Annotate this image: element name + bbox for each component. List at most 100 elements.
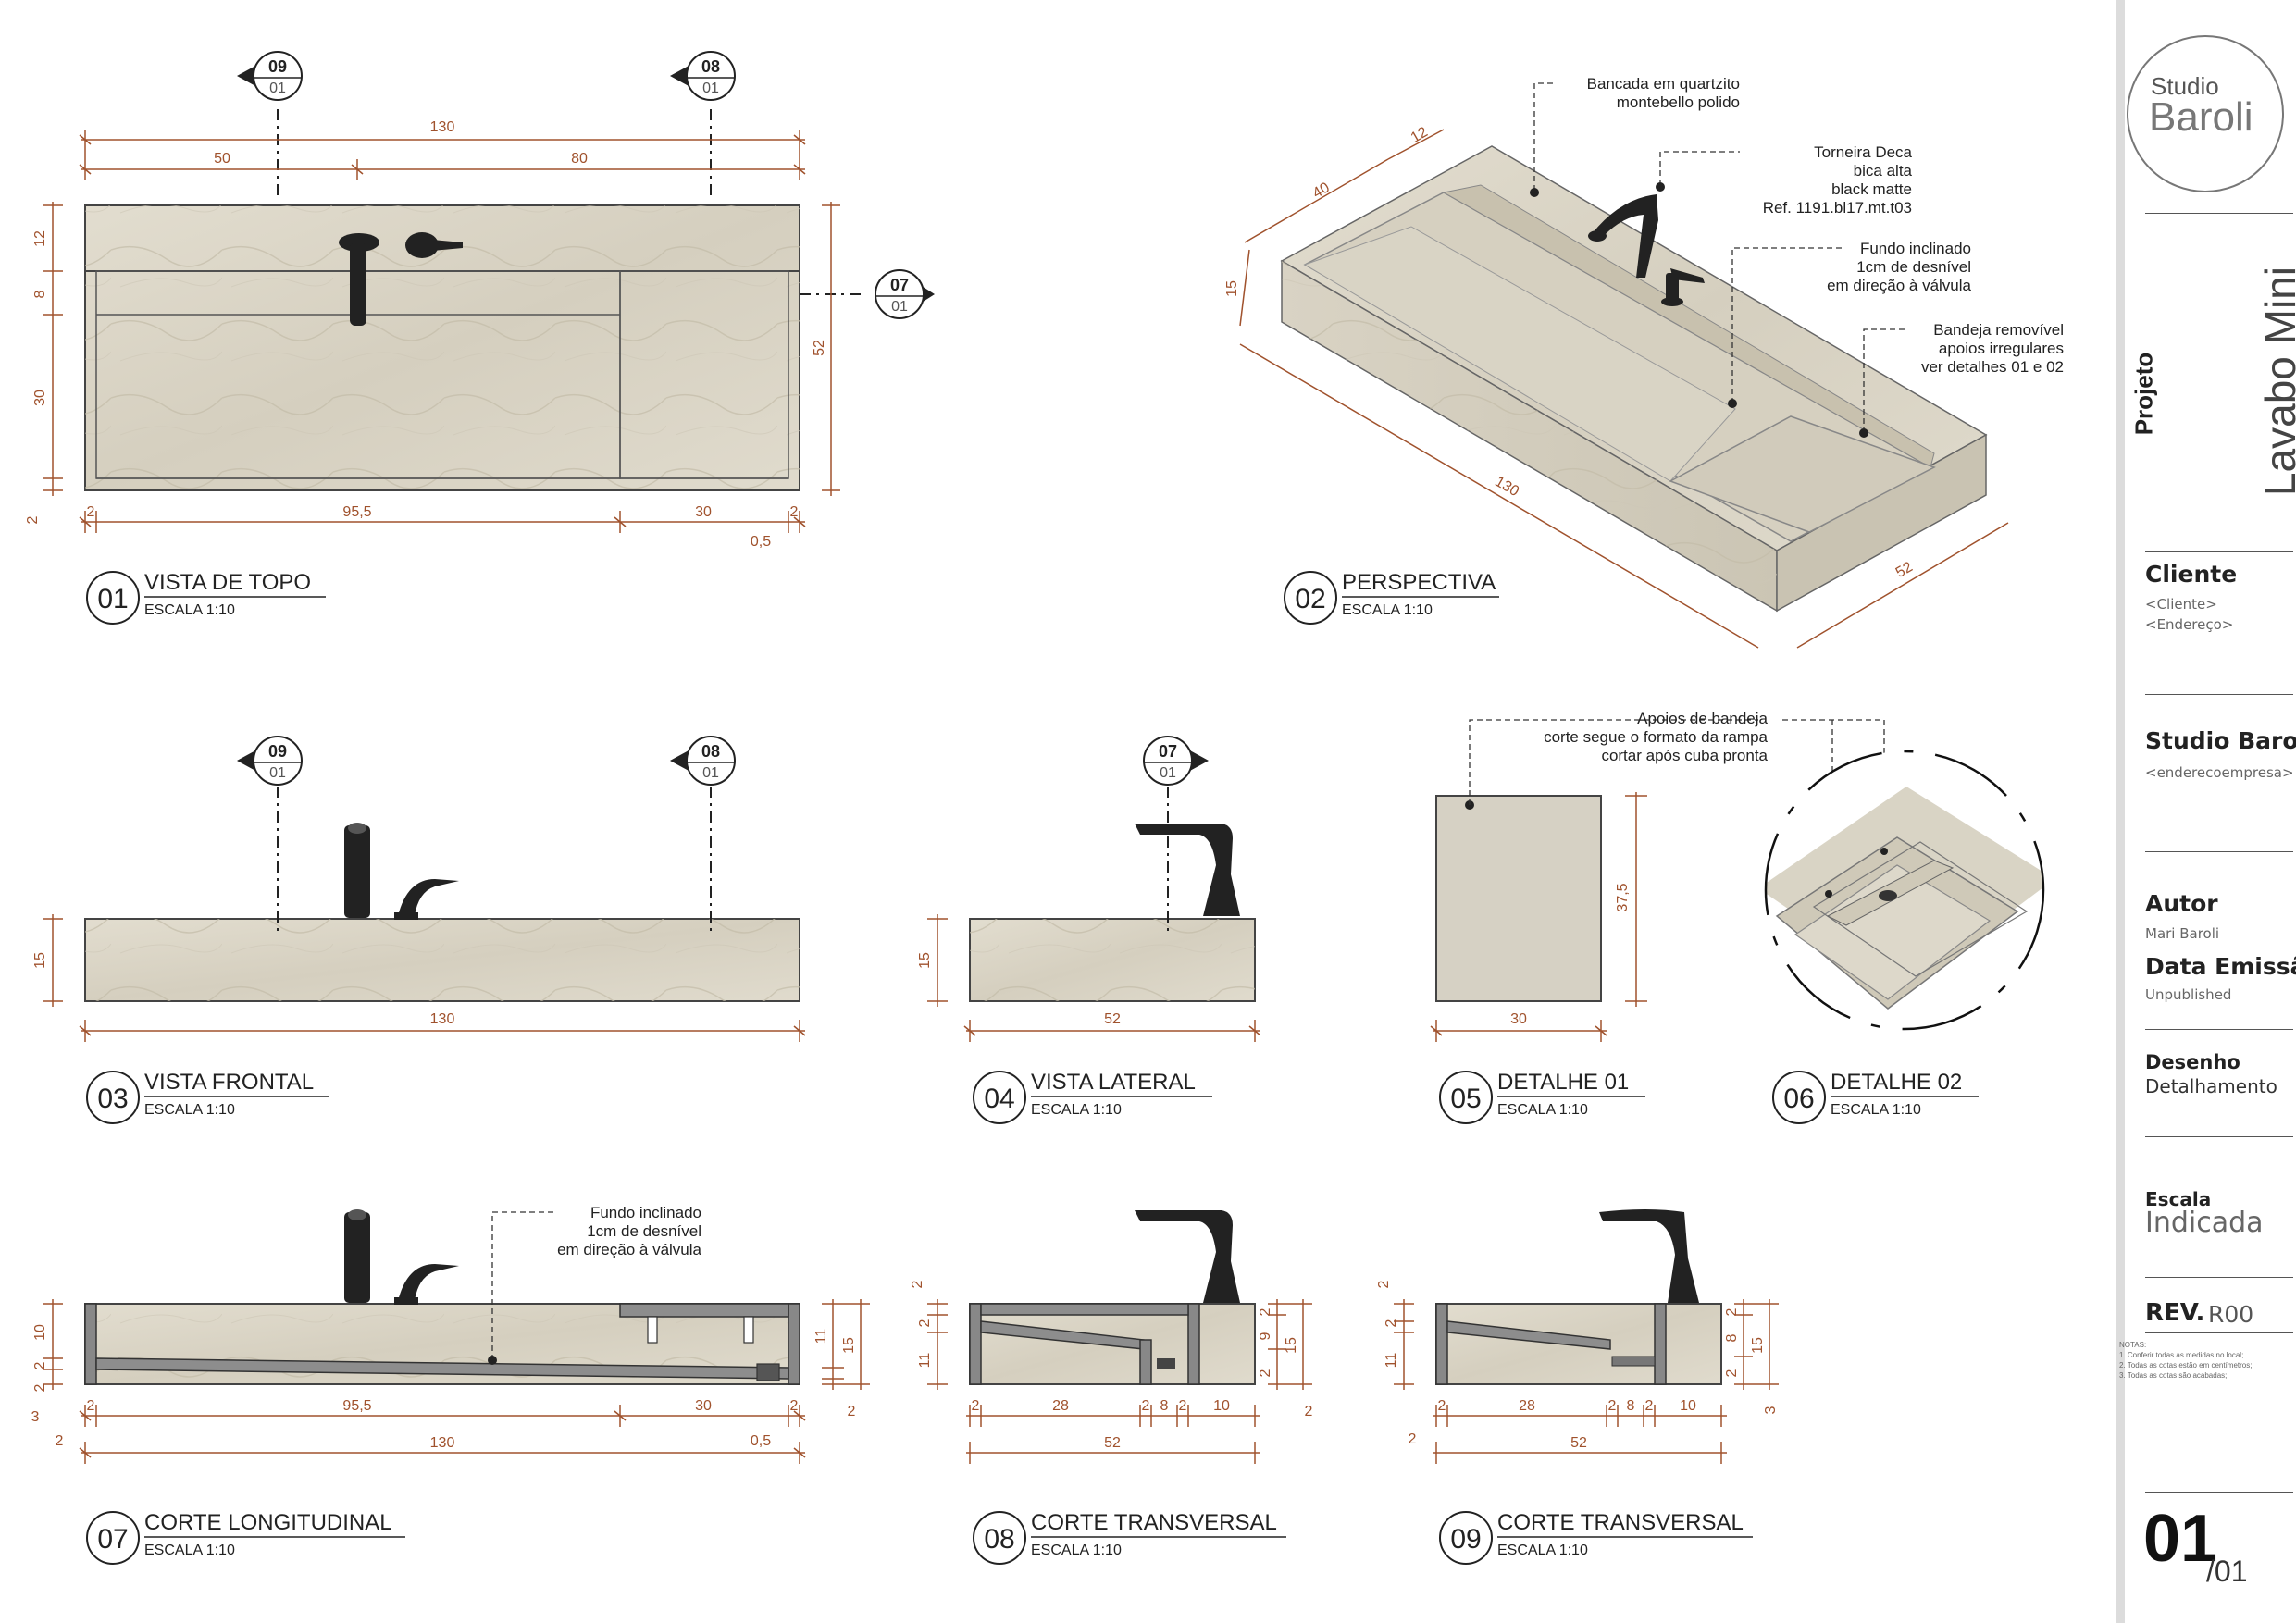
view-title-05[interactable]: 05 DETALHE 01 ESCALA 1:10 (1439, 1070, 1645, 1124)
dim-s07-h15: 15 (841, 1337, 857, 1354)
annotation-floor-line1: Fundo inclinado (1860, 240, 1971, 257)
dim-s09-h8: 8 (1724, 1333, 1740, 1342)
view-09-cross-section: 2 2 11 2 8 15 2 3 2 28 2 8 2 10 52 2 (1376, 1209, 1779, 1464)
view-title-number: 08 (984, 1524, 1014, 1555)
dim-side-w52: 52 (1104, 1011, 1121, 1027)
annotation-faucet-line3: black matte (1831, 180, 1912, 198)
faucet-section-08-icon (1135, 1210, 1240, 1303)
view-title-09[interactable]: 09 CORTE TRANSVERSAL ESCALA 1:10 (1439, 1510, 1753, 1565)
view-title-text: DETALHE 02 (1831, 1070, 1962, 1095)
rev-value: R00 (2208, 1301, 2254, 1328)
faucet-top-icon (339, 232, 463, 326)
annotation-faucet-line2: bica alta (1854, 162, 1913, 180)
dim-h12: 12 (32, 230, 48, 247)
project-label: Projeto (2129, 352, 2158, 436)
annotation-supports-line1: Apoios de bandeja (1637, 710, 1768, 727)
sheet-total: /01 (2206, 1555, 2248, 1588)
note-3: 3. Todas as cotas são acabadas; (2119, 1371, 2228, 1380)
title-block-panel: Cliente <Cliente> <Endereço> Studio Baro… (2125, 0, 2296, 1623)
dim-front-w130: 130 (430, 1011, 455, 1027)
section-marker-09-top[interactable]: 09 01 (237, 51, 303, 101)
dim-s09-b2m: 2 (1608, 1398, 1617, 1414)
dim-h30: 30 (32, 390, 48, 406)
view-title-scale: ESCALA 1:10 (144, 602, 235, 618)
dim-right: 80 (571, 151, 588, 167)
view-title-01[interactable]: 01 VISTA DE TOPO ESCALA 1:10 (86, 570, 326, 625)
author-label: Autor (2145, 890, 2218, 917)
section-marker-07-top[interactable]: 07 01 (875, 269, 935, 319)
notes-header: NOTAS: (2119, 1341, 2147, 1349)
drawing-value: Detalhamento (2145, 1075, 2277, 1097)
annotation-section-floor-line3: em direção à válvula (557, 1241, 701, 1258)
section-marker-07-side[interactable]: 07 01 (1143, 736, 1209, 786)
section-marker-08-top[interactable]: 08 01 (670, 51, 736, 101)
section-marker-08-front[interactable]: 08 01 (670, 736, 736, 786)
dim-side-h15: 15 (917, 952, 933, 969)
view-title-text: CORTE TRANSVERSAL (1031, 1510, 1277, 1535)
dim-h8: 8 (32, 290, 48, 298)
view-01-top-view: 130 50 80 12 8 30 2 52 2 95,5 30 2 0,5 (25, 109, 861, 550)
rev-label: REV. (2145, 1299, 2205, 1327)
view-title-scale: ESCALA 1:10 (144, 1102, 235, 1118)
view-03-front-view: 15 130 (32, 787, 806, 1042)
dim-s09-h2r: 2 (1724, 1307, 1740, 1316)
dim-b95: 95,5 (342, 504, 371, 520)
annotation-faucet-line1: Torneira Deca (1814, 143, 1912, 161)
view-title-number: 07 (97, 1524, 128, 1555)
faucet-perspective-icon (1588, 194, 1705, 306)
view-title-text: VISTA LATERAL (1031, 1070, 1196, 1095)
view-title-08[interactable]: 08 CORTE TRANSVERSAL ESCALA 1:10 (973, 1510, 1286, 1565)
view-02-perspective: 12 40 15 130 52 Bancada em quartzito mon… (1224, 75, 2064, 649)
dim-s09-h3: 3 (1763, 1406, 1779, 1414)
dim-detail-w30: 30 (1510, 1011, 1527, 1027)
logo-line2: Baroli (2149, 94, 2253, 140)
view-title-03[interactable]: 03 VISTA FRONTAL ESCALA 1:10 (86, 1070, 329, 1124)
view-title-04[interactable]: 04 VISTA LATERAL ESCALA 1:10 (973, 1070, 1212, 1124)
faucet-section-07-icon (344, 1209, 459, 1305)
dim-s07-h2: 2 (32, 1361, 48, 1369)
dim-s07-b2r: 2 (790, 1398, 799, 1414)
annotation-countertop-line2: montebello polido (1617, 93, 1740, 111)
dim-p15: 15 (1224, 280, 1240, 297)
company-address: <enderecoempresa> (2145, 764, 2294, 781)
annotation-section-floor-line1: Fundo inclinado (590, 1204, 701, 1221)
note-2: 2. Todas as cotas estão em centímetros; (2119, 1361, 2253, 1369)
dim-s09-l2: 2 (1409, 1431, 1417, 1447)
view-title-02[interactable]: 02 PERSPECTIVA ESCALA 1:10 (1284, 570, 1499, 625)
dim-s08-h15: 15 (1284, 1337, 1299, 1354)
view-05-detail-01: Apoios de bandeja corte segue o formato … (1430, 710, 1885, 1042)
dim-left: 50 (214, 151, 230, 167)
notes: NOTAS: 1. Conferir todas as medidas no l… (2119, 1340, 2252, 1381)
annotation-tray-line3: ver detalhes 01 e 02 (1921, 358, 2064, 376)
view-title-number: 04 (984, 1084, 1014, 1114)
dim-s09-b10: 10 (1680, 1398, 1696, 1414)
view-title-06[interactable]: 06 DETALHE 02 ESCALA 1:10 (1772, 1070, 1979, 1124)
faucet-section-09-icon (1599, 1209, 1699, 1303)
client-label: Cliente (2145, 561, 2238, 588)
section-marker-09-front[interactable]: 09 01 (237, 736, 303, 786)
dim-s08-b2n: 2 (1179, 1398, 1187, 1414)
faucet-front-icon (344, 823, 459, 920)
dim-p12: 12 (1409, 124, 1431, 146)
marker-08-front-sheet: 01 (702, 765, 719, 781)
view-title-07[interactable]: 07 CORTE LONGITUDINAL ESCALA 1:10 (86, 1510, 405, 1565)
dim-s07-b2l: 2 (56, 1433, 64, 1449)
view-title-scale: ESCALA 1:10 (1031, 1102, 1122, 1118)
dim-s07-h11: 11 (813, 1329, 829, 1344)
view-title-text: CORTE TRANSVERSAL (1497, 1510, 1744, 1535)
marker-07-sheet: 01 (891, 299, 908, 315)
dim-s09-b2n: 2 (1645, 1398, 1654, 1414)
marker-08-top-label: 08 (701, 57, 720, 76)
view-title-text: VISTA DE TOPO (144, 570, 311, 595)
dim-b30: 30 (695, 504, 712, 520)
studio-logo: Studio Baroli (2127, 35, 2284, 192)
faucet-side-icon (1135, 824, 1240, 916)
dim-s08-b8: 8 (1160, 1398, 1169, 1414)
dim-s08-h9: 9 (1258, 1332, 1273, 1340)
annotation-tray-line1: Bandeja removível (1933, 321, 2064, 339)
marker-07-side-sheet: 01 (1160, 765, 1176, 781)
scale-label: Escala (2145, 1188, 2212, 1210)
dim-s07-h2r: 2 (848, 1404, 856, 1419)
view-title-scale: ESCALA 1:10 (144, 1542, 235, 1558)
